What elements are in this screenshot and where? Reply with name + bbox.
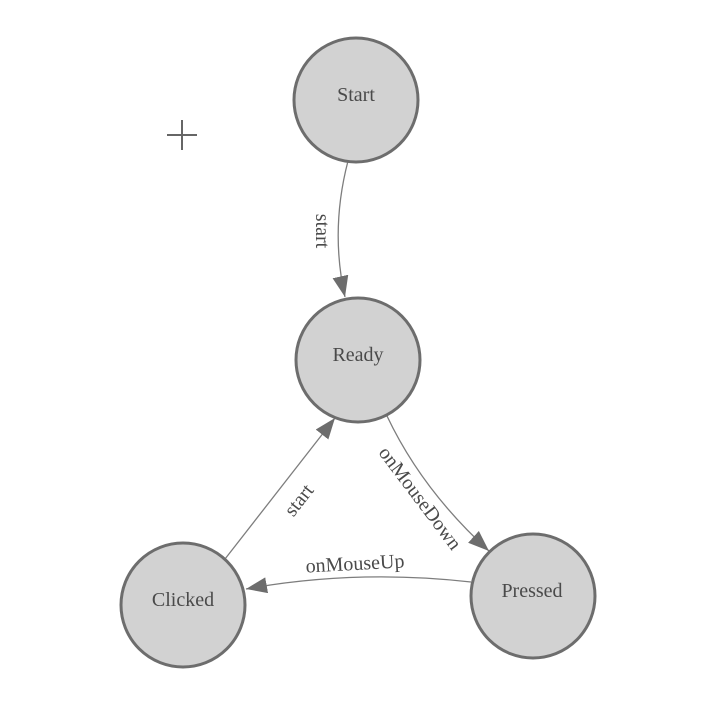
state-node-pressed[interactable]: Pressed xyxy=(469,532,597,660)
state-circle-start[interactable] xyxy=(292,36,420,164)
state-node-ready[interactable]: Ready xyxy=(294,296,422,424)
state-label-clicked: Clicked xyxy=(152,589,214,611)
edge-label-clicked-to-ready: start xyxy=(280,480,319,521)
edge-line-start-to-ready[interactable] xyxy=(332,160,349,298)
transition-edge-ready-to-pressed[interactable]: onMouseDown xyxy=(374,415,490,555)
edge-line-ready-to-pressed[interactable] xyxy=(386,415,490,552)
edge-line-pressed-to-clicked[interactable] xyxy=(245,576,472,594)
crosshair-cursor-icon xyxy=(167,120,197,150)
state-label-ready: Ready xyxy=(332,344,383,366)
edge-line-clicked-to-ready[interactable] xyxy=(224,417,336,560)
state-circle-clicked[interactable] xyxy=(119,541,247,669)
state-label-pressed: Pressed xyxy=(501,580,562,602)
transition-edge-start-to-ready[interactable]: start xyxy=(311,160,349,298)
transition-edge-clicked-to-ready[interactable]: start xyxy=(224,417,336,560)
state-node-start[interactable]: Start xyxy=(292,36,420,164)
state-circle-pressed[interactable] xyxy=(469,532,597,660)
state-circle-ready[interactable] xyxy=(294,296,422,424)
edge-label-ready-to-pressed: onMouseDown xyxy=(374,443,466,555)
edge-label-start-to-ready: start xyxy=(311,214,333,249)
transition-edge-pressed-to-clicked[interactable]: onMouseUp xyxy=(245,550,472,594)
state-node-clicked[interactable]: Clicked xyxy=(119,541,247,669)
edge-label-pressed-to-clicked: onMouseUp xyxy=(305,550,405,577)
state-label-start: Start xyxy=(337,84,375,106)
